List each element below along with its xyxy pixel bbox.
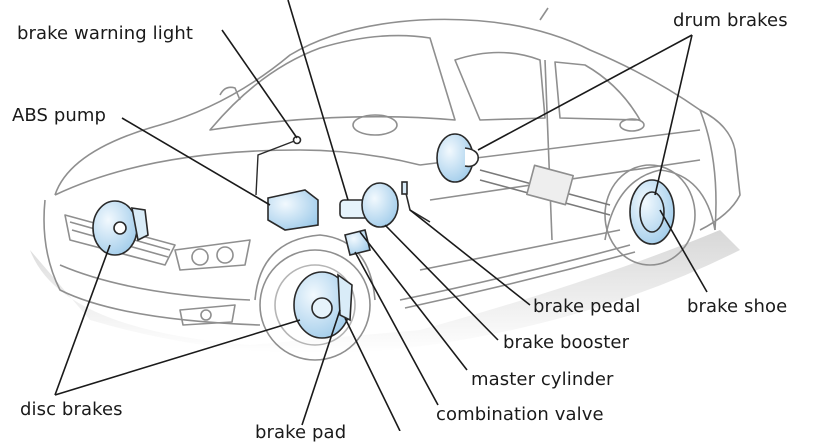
leader-brake-warning-light xyxy=(221,29,298,139)
car-illustration xyxy=(30,0,741,432)
leader-drum-brakes-2 xyxy=(654,34,693,196)
leader-bottom-2 xyxy=(344,317,401,432)
label-brake-warning-light: brake warning light xyxy=(17,23,194,44)
warning-light-dot xyxy=(292,135,302,145)
label-combination-valve: combination valve xyxy=(436,404,604,425)
leader-brake-pad xyxy=(301,309,341,426)
leader-brake-shoe xyxy=(659,209,708,293)
leader-abs-pump xyxy=(121,117,271,206)
car-body xyxy=(43,7,741,361)
label-master-cylinder: master cylinder xyxy=(471,369,614,390)
car-shadow xyxy=(30,230,740,354)
label-brake-booster: brake booster xyxy=(503,332,630,353)
leader-brake-booster xyxy=(384,224,499,341)
leader-top-unlabeled xyxy=(287,0,349,201)
disc-brake-front-right xyxy=(293,271,353,339)
abs-pump xyxy=(267,189,319,231)
brake-booster xyxy=(361,182,399,228)
leader-lines xyxy=(54,0,708,432)
leader-master-cylinder xyxy=(359,231,468,371)
leader-drum-brakes-1 xyxy=(477,34,693,151)
leader-disc-brakes-1 xyxy=(54,244,111,396)
label-abs-pump: ABS pump xyxy=(12,105,107,126)
brake-pedal xyxy=(401,181,431,223)
label-brake-shoe: brake shoe xyxy=(687,296,788,317)
brake-parts xyxy=(92,133,675,339)
combination-valve xyxy=(344,229,371,256)
drum-brake-rear-left xyxy=(436,133,480,183)
label-disc-brakes: disc brakes xyxy=(20,399,123,420)
leader-brake-pedal xyxy=(409,209,531,306)
leader-disc-brakes-2 xyxy=(54,319,301,396)
brake-system-diagram: brake warning light ABS pump drum brakes… xyxy=(12,0,788,442)
disc-brake-front-left xyxy=(92,200,149,256)
label-brake-pad: brake pad xyxy=(255,422,347,443)
leader-combination-valve xyxy=(354,251,439,406)
drum-brake-rear-right xyxy=(629,179,675,245)
label-brake-pedal: brake pedal xyxy=(533,296,641,317)
label-drum-brakes: drum brakes xyxy=(673,10,788,31)
